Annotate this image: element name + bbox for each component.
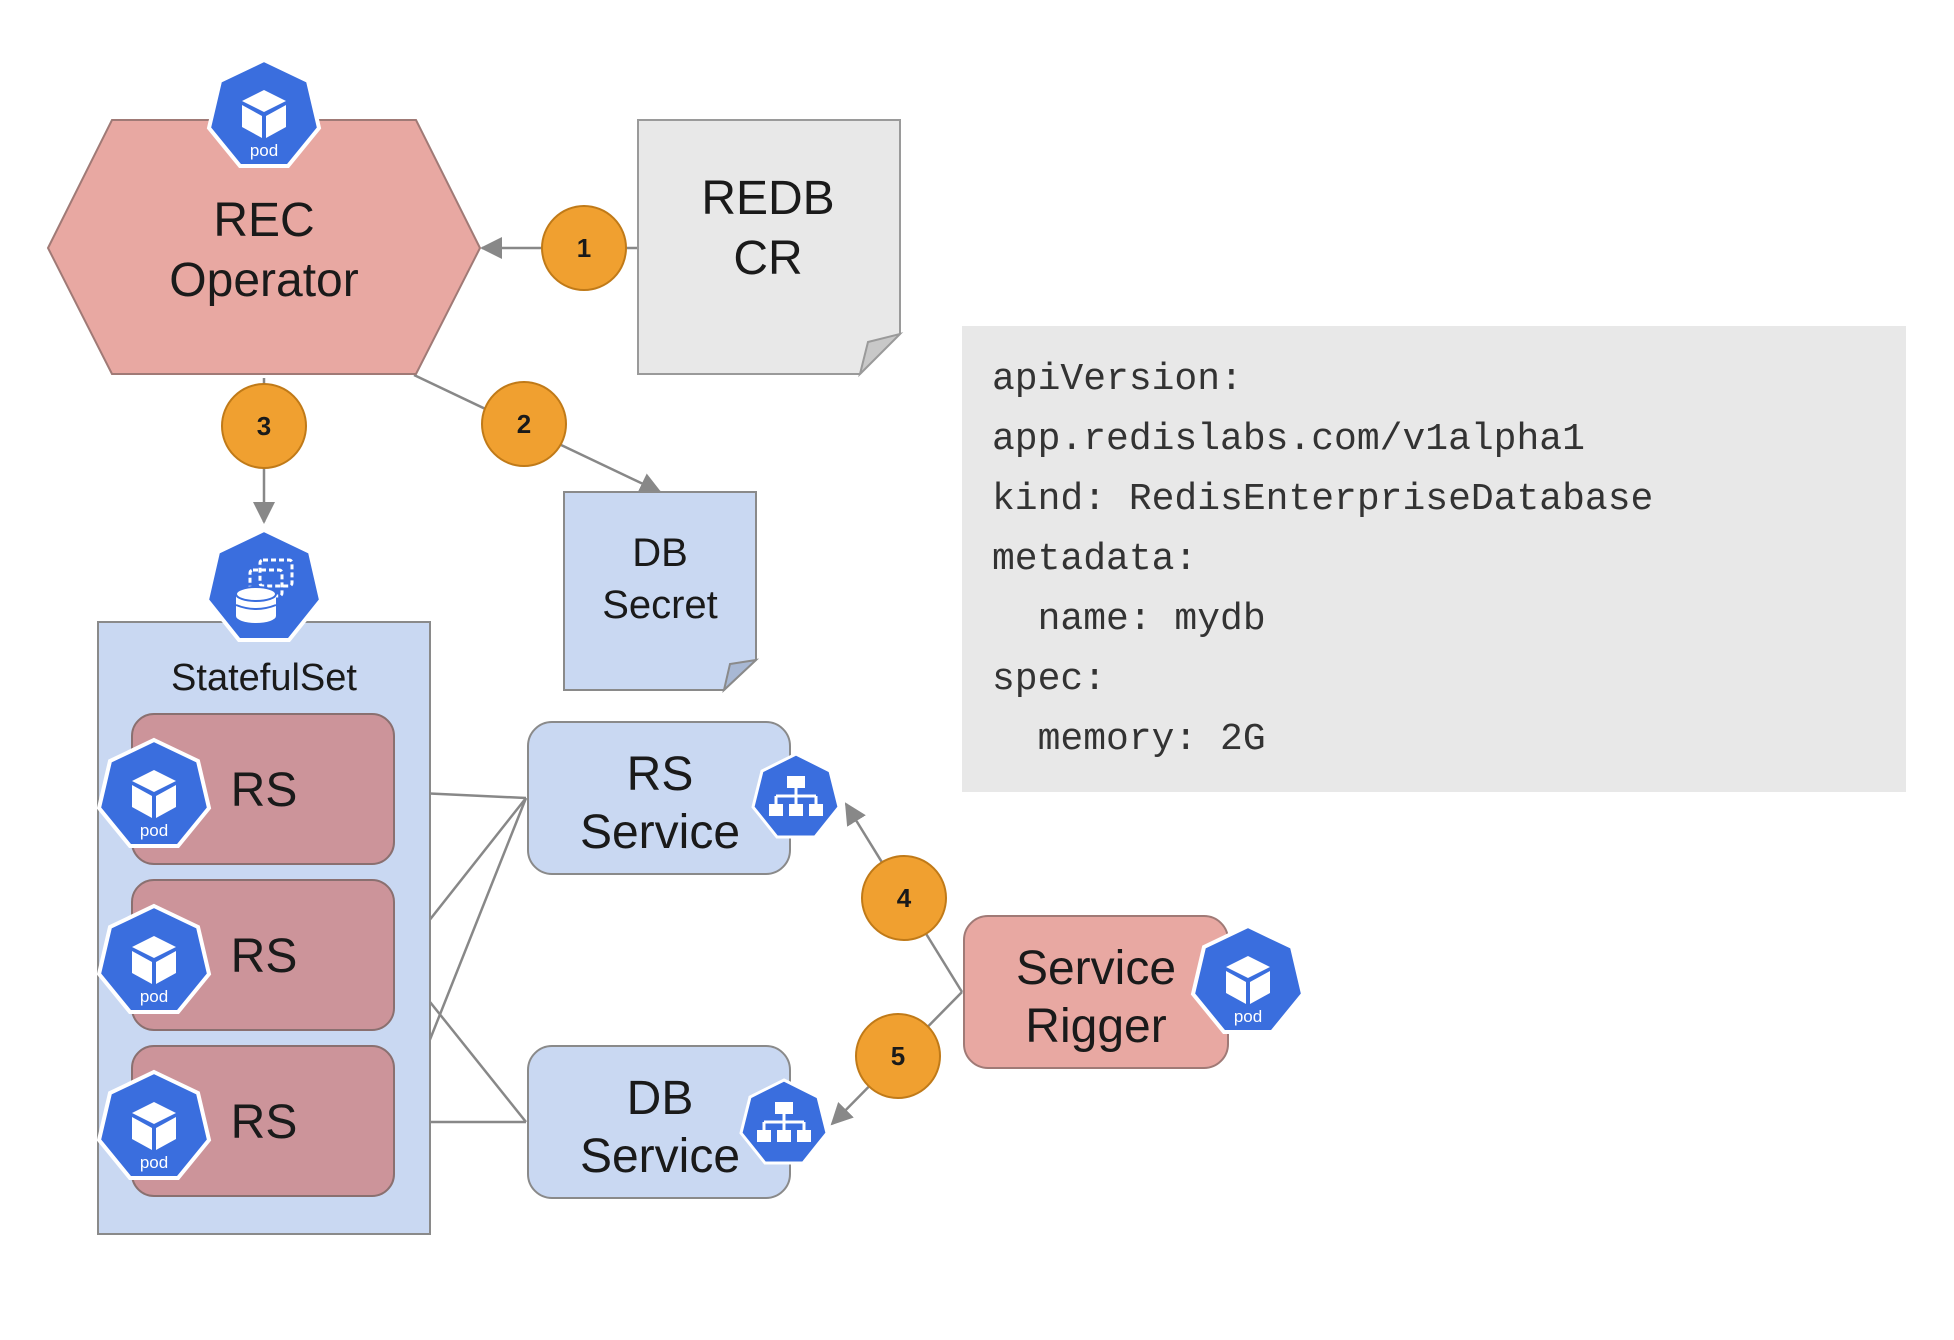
pod-icon: pod [96,1069,212,1180]
pod-icon-label: pod [140,1153,168,1172]
db-service-label-line1: DB [627,1072,694,1125]
step-badge-label: 3 [257,411,271,441]
service-rigger-label-line2: Rigger [1025,1000,1166,1053]
service-rigger-node: Service Rigger [963,915,1229,1069]
step-badge-label: 1 [577,233,591,263]
rs-service-label-line2: Service [580,806,740,859]
rec-operator-hexagon [46,119,482,375]
service-icon [739,1078,829,1165]
db-service-label-line2: Service [580,1130,740,1183]
pod-icon-label: pod [140,987,168,1006]
pod-icon: pod [1190,923,1306,1034]
pod-icon-label: pod [250,141,278,160]
pod-icon: pod [96,903,212,1014]
step-badge-label: 4 [897,883,912,913]
step-badge-1: 1 [541,205,627,291]
yaml-line: memory: 2G [992,718,1266,761]
yaml-line: metadata: [992,538,1198,581]
yaml-code-panel: apiVersion: app.redislabs.com/v1alpha1 k… [962,326,1906,792]
step-badge-4: 4 [861,855,947,941]
db-secret-label-line2: Secret [602,583,718,627]
yaml-line: app.redislabs.com/v1alpha1 [992,418,1585,461]
redb-cr-label-line2: CR [733,232,802,285]
step-badge-label: 5 [891,1041,905,1071]
redb-cr-label-line1: REDB [701,172,834,225]
pod-icon-label: pod [1234,1007,1262,1026]
rec-operator-node: REC Operator [46,119,482,375]
pod-icon: pod [206,57,322,168]
rec-operator-label-line1: REC [213,194,314,247]
rs-pod-label: RS [231,764,298,817]
redb-cr-node: REDB CR [637,119,904,378]
step-badge-5: 5 [855,1013,941,1099]
yaml-line: kind: RedisEnterpriseDatabase [992,478,1654,521]
yaml-line: spec: [992,658,1107,701]
statefulset-label: StatefulSet [171,657,357,699]
step-badge-3: 3 [221,383,307,469]
rs-service-node: RS Service [527,721,791,875]
step-badge-2: 2 [481,381,567,467]
service-icon [751,752,841,839]
rs-pod-label: RS [231,930,298,983]
service-rigger-label-line1: Service [1016,942,1176,995]
db-secret-label-line1: DB [632,531,688,575]
statefulset-icon [204,527,324,642]
pod-icon-label: pod [140,821,168,840]
yaml-line: name: mydb [992,598,1266,641]
pod-icon: pod [96,737,212,848]
rec-operator-label-line2: Operator [169,254,358,307]
rs-pod-label: RS [231,1096,298,1149]
step-badge-label: 2 [517,409,531,439]
yaml-line: apiVersion: [992,358,1243,401]
rs-service-label-line1: RS [627,748,694,801]
db-secret-node: DB Secret [563,491,760,693]
